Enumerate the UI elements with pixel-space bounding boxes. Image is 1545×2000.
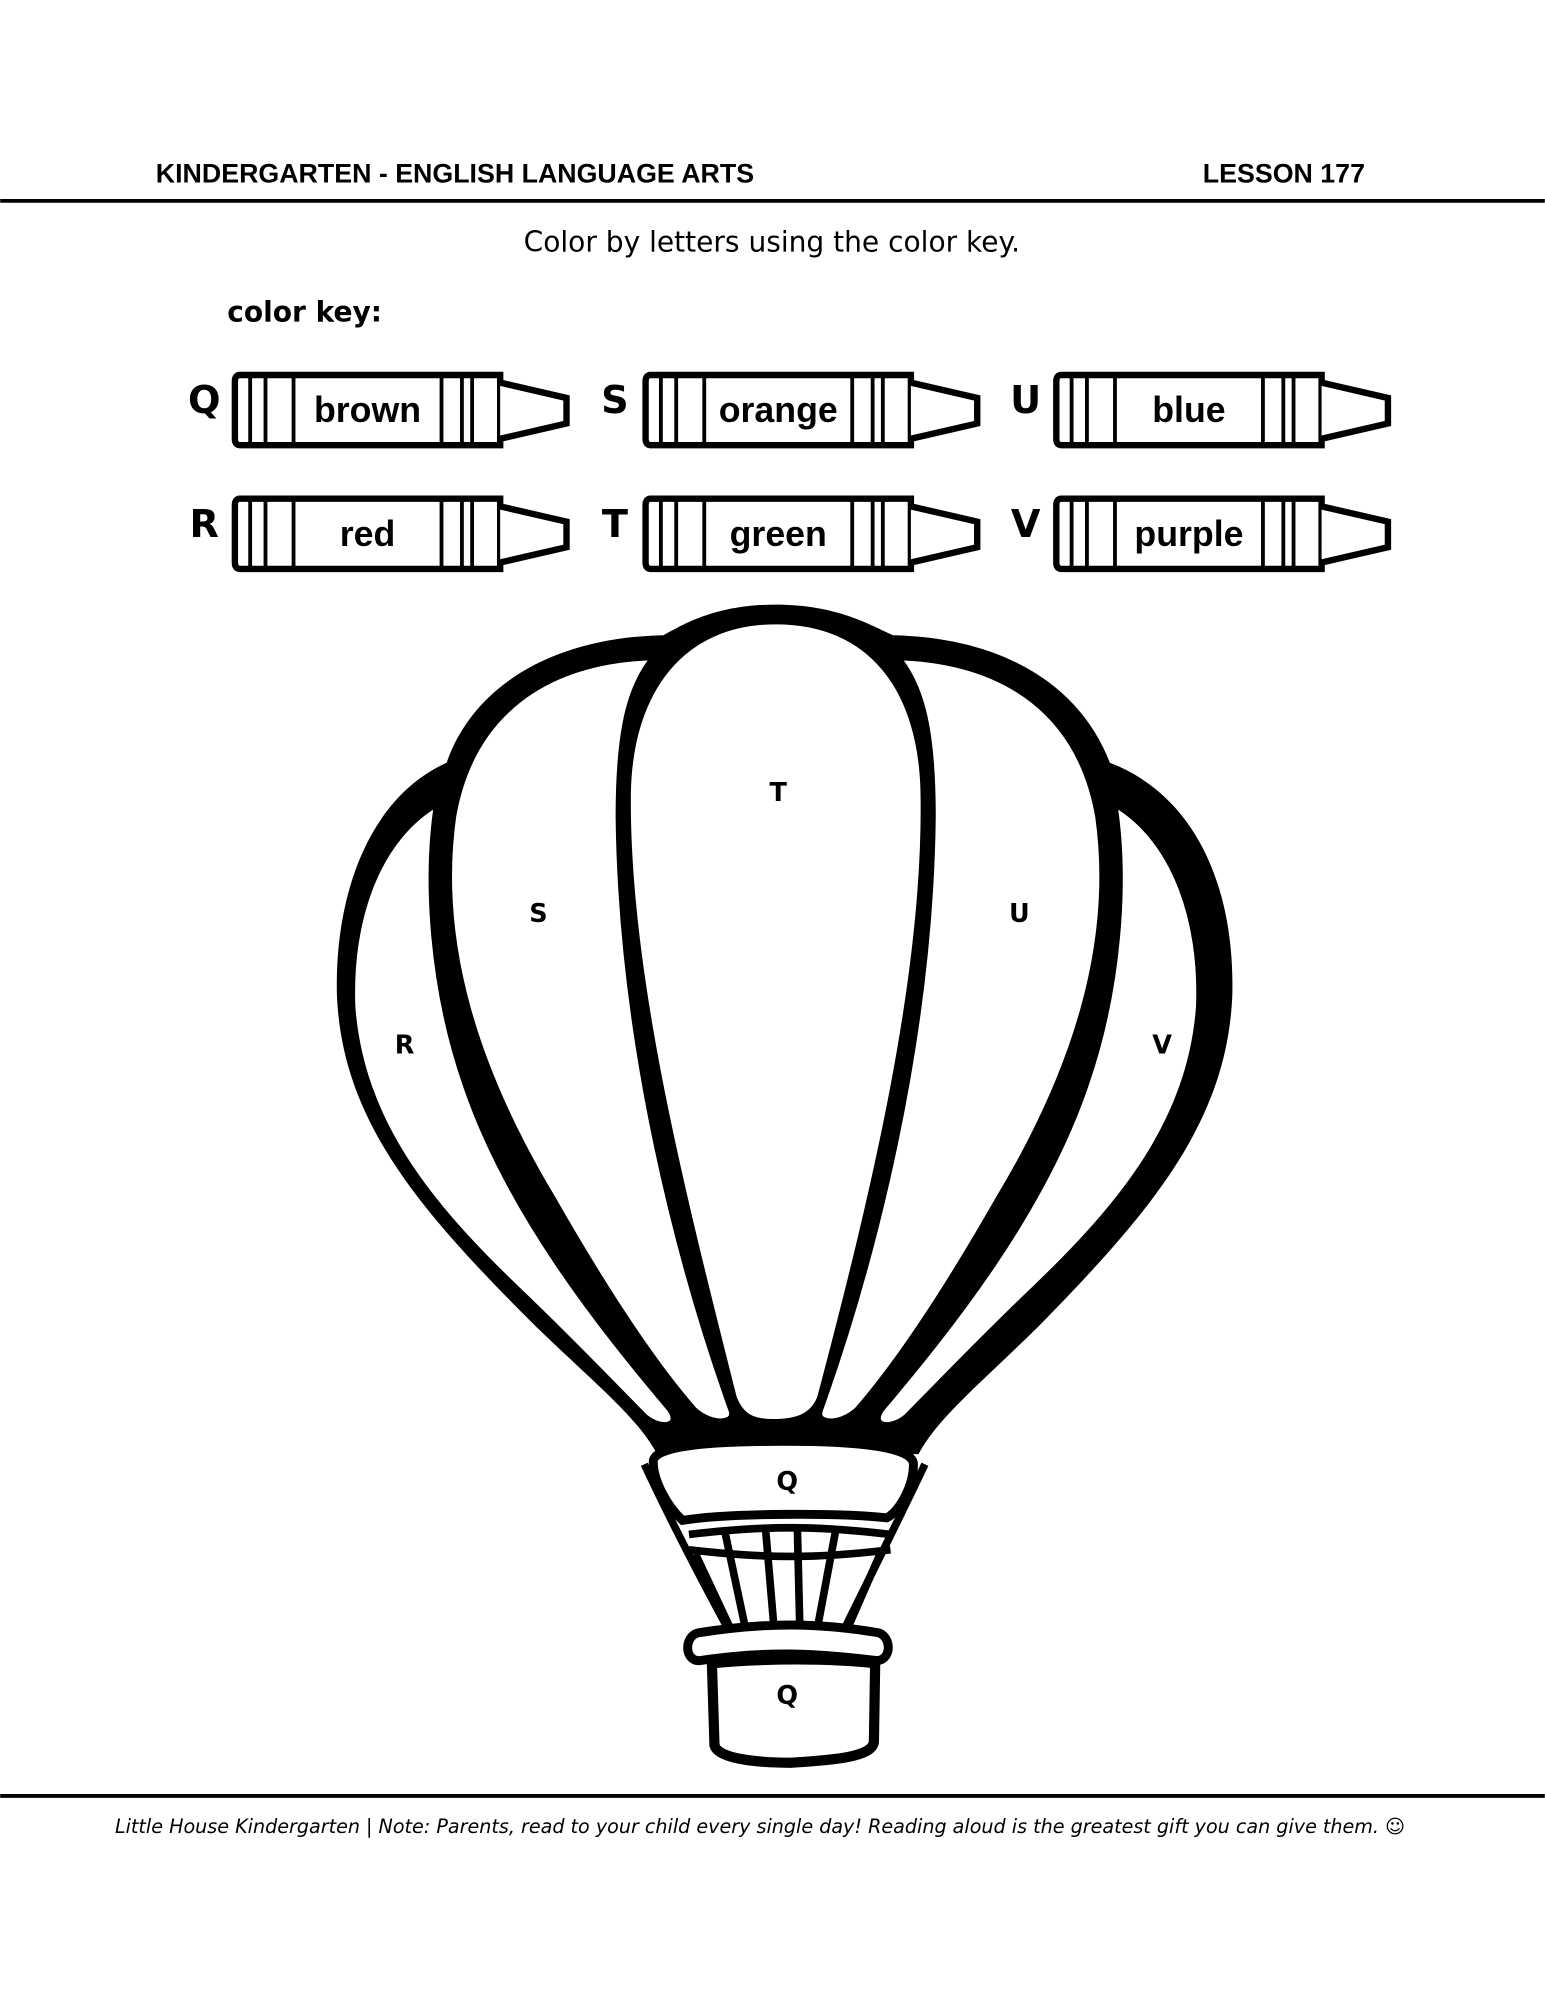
key-letter: S — [601, 378, 629, 423]
crayon-tip — [1320, 503, 1392, 566]
basket-ropes — [640, 1462, 929, 1641]
color-key-label: color key: — [227, 295, 382, 328]
crayon-tip — [910, 379, 981, 442]
key-letter: R — [190, 502, 219, 547]
gore-v — [871, 796, 1206, 1431]
crayon-color-label: green — [730, 514, 827, 554]
crayon-tip — [499, 379, 570, 442]
region-label-r: R — [395, 1031, 415, 1061]
footer-note: Little House Kindergarten | Note: Parent… — [115, 1815, 1405, 1838]
gore-s — [443, 651, 738, 1428]
key-letter: V — [1011, 502, 1041, 547]
key-letter: Q — [188, 378, 221, 423]
gore-t — [621, 615, 930, 1428]
crayon-color-label: blue — [1152, 390, 1225, 430]
crayon-color-label: red — [340, 514, 396, 554]
crayon-tip — [910, 503, 981, 566]
gore-r — [346, 796, 680, 1431]
region-label-u: U — [1009, 899, 1030, 929]
region-label-t: T — [770, 778, 788, 808]
crayon-body — [231, 371, 504, 449]
region-label-band: Q — [776, 1467, 798, 1497]
basket — [706, 1654, 881, 1768]
key-letter: U — [1010, 378, 1041, 423]
crayon-color-label: orange — [719, 390, 838, 430]
crayon-tip — [1320, 379, 1392, 442]
region-label-v: V — [1152, 1031, 1172, 1061]
region-label-s: S — [529, 899, 547, 929]
hot-air-balloon: T S U R V Q Q — [336, 604, 1233, 1768]
lesson-number: LESSON 177 — [1203, 158, 1365, 188]
crayon-tip — [499, 503, 570, 566]
crayon-body — [1053, 495, 1325, 573]
crayon-body — [231, 495, 504, 573]
crayon-color-label: brown — [314, 390, 421, 430]
region-label-basket: Q — [776, 1681, 798, 1711]
gore-u — [813, 651, 1109, 1428]
crayon-body — [642, 371, 915, 449]
crayon-body — [1053, 371, 1325, 449]
subject-header: KINDERGARTEN - ENGLISH LANGUAGE ARTS — [156, 158, 754, 188]
instruction-text: Color by letters using the color key. — [524, 225, 1020, 258]
crayon-color-label: purple — [1134, 514, 1243, 554]
key-letter: T — [602, 502, 628, 547]
balloon-band — [648, 1436, 918, 1526]
crayon-body — [642, 495, 915, 573]
